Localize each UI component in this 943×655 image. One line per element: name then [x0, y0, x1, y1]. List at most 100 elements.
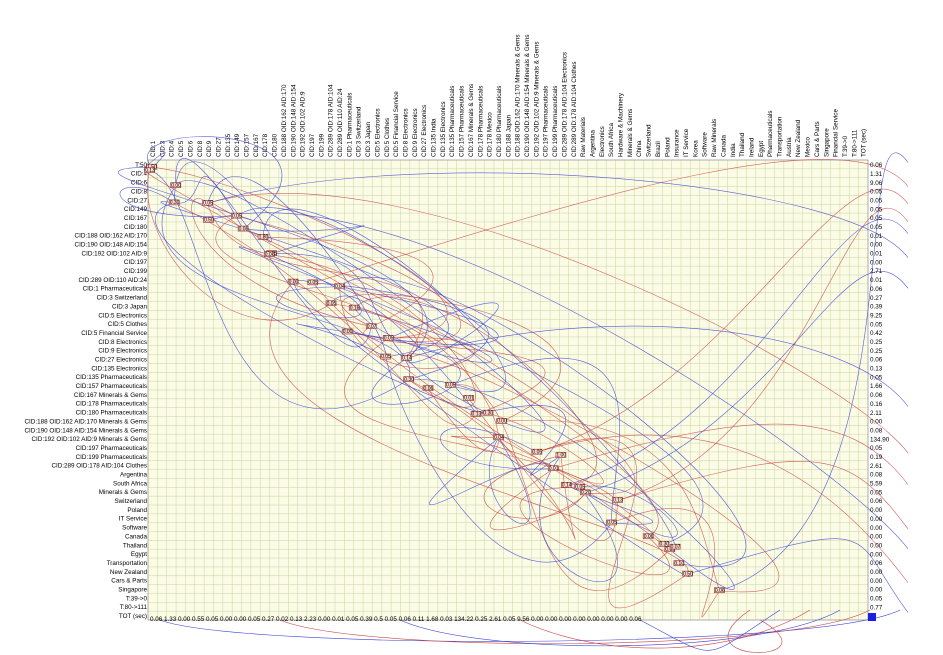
- column-label[interactable]: CID:197 Pharmaceuticals: [543, 86, 550, 157]
- row-label[interactable]: CID:192 OID:102 AID:9: [82, 250, 148, 257]
- column-label[interactable]: Austria: [786, 137, 793, 157]
- row-label[interactable]: CID:289 OID:178 AID:104 Clothes: [51, 463, 147, 470]
- row-label[interactable]: CID:135 Electronics: [91, 365, 147, 372]
- column-label[interactable]: T:39->0: [842, 135, 849, 157]
- column-label[interactable]: CID:188 Japan: [505, 114, 512, 157]
- column-label[interactable]: CID:178: [262, 133, 269, 157]
- row-label[interactable]: CID:167: [124, 215, 148, 222]
- dependency-node[interactable]: [231, 212, 242, 219]
- dependency-node[interactable]: [170, 182, 182, 188]
- dependency-node[interactable]: [445, 382, 456, 388]
- row-label[interactable]: CID:3 Switzerland: [97, 295, 148, 302]
- column-label[interactable]: CID:9 Electronics: [412, 108, 419, 157]
- column-label[interactable]: CID:199: [318, 133, 325, 157]
- row-label[interactable]: CID:4: [131, 171, 148, 178]
- dependency-node[interactable]: [606, 519, 617, 526]
- row-label[interactable]: CID:178 Pharmaceuticals: [76, 401, 147, 408]
- row-label[interactable]: T:80->111: [120, 604, 148, 611]
- column-label[interactable]: Financial Service: [833, 109, 840, 157]
- column-label[interactable]: CID:289 OID:178 AID:104: [328, 84, 335, 157]
- row-label[interactable]: CID:190 OID:148 AID:154 Minerals & Gems: [25, 427, 148, 434]
- dependency-node[interactable]: [403, 376, 414, 382]
- column-label[interactable]: CID:1 Pharmaceuticals: [346, 93, 353, 157]
- column-label[interactable]: Pharmaceuticals: [767, 110, 774, 157]
- row-label[interactable]: CID:289 OID:110 AID:24: [79, 277, 148, 284]
- column-label[interactable]: CID:27 Electronics: [421, 105, 428, 157]
- dependency-node[interactable]: [203, 217, 214, 223]
- column-label[interactable]: Switzerland: [646, 124, 653, 157]
- selection-marker[interactable]: [868, 613, 876, 621]
- column-label[interactable]: T:80->111: [851, 129, 858, 157]
- column-label[interactable]: CID:178 Pharmaceuticals: [477, 86, 484, 157]
- row-label[interactable]: CID:8: [131, 188, 148, 195]
- row-label[interactable]: New Zealand: [110, 569, 148, 576]
- dependency-node[interactable]: [237, 225, 249, 232]
- row-label[interactable]: CID:192 OID:102 AID:9 Minerals & Gems: [32, 436, 148, 443]
- column-label[interactable]: CID:289 OID:178 AID:104 Clothes: [571, 61, 578, 157]
- column-label[interactable]: Canada: [720, 134, 727, 157]
- column-label[interactable]: Thailand: [739, 132, 746, 157]
- row-label[interactable]: Egypt: [131, 551, 147, 558]
- dependency-node[interactable]: [658, 541, 670, 547]
- column-label[interactable]: CID:157 Pharmaceuticals: [459, 86, 466, 157]
- dependency-node[interactable]: [380, 353, 391, 360]
- row-label[interactable]: CID:5 Financial Service: [81, 330, 147, 337]
- dependency-node[interactable]: [714, 587, 725, 594]
- column-label[interactable]: Electronics: [599, 126, 606, 157]
- column-label[interactable]: Korea: [692, 140, 699, 157]
- column-label[interactable]: South Africa: [608, 123, 615, 157]
- dependency-node[interactable]: [493, 434, 504, 441]
- column-label[interactable]: CID:135 Pharmaceuticals: [449, 86, 456, 157]
- column-label[interactable]: Argentina: [589, 130, 596, 157]
- row-label[interactable]: CID:8 Electronics: [98, 339, 147, 346]
- row-label[interactable]: T:50: [135, 162, 147, 169]
- column-label[interactable]: Raw Minerals: [711, 119, 718, 157]
- row-label[interactable]: CID:199 Pharmaceuticals: [76, 454, 147, 461]
- column-label[interactable]: CID:178 Mexico: [487, 112, 494, 157]
- dependency-node[interactable]: [580, 489, 591, 496]
- column-label[interactable]: Poland: [664, 137, 671, 157]
- column-label[interactable]: Ireland: [748, 137, 755, 157]
- dependency-node[interactable]: [257, 233, 269, 240]
- row-label[interactable]: T:39->0: [126, 595, 148, 602]
- column-label[interactable]: CID:149: [234, 133, 241, 157]
- row-label[interactable]: CID:1 Pharmaceuticals: [83, 286, 147, 293]
- column-label[interactable]: CID:1: [150, 140, 157, 157]
- dependency-node[interactable]: [642, 533, 654, 540]
- dependency-node[interactable]: [325, 300, 337, 307]
- column-label[interactable]: CID:190 OID:148 AID:154 Minerals & Gems: [524, 35, 531, 158]
- dependency-node[interactable]: [168, 199, 180, 206]
- column-label[interactable]: CID:5 Clothes: [384, 118, 391, 157]
- dependency-node[interactable]: [482, 409, 494, 416]
- column-label[interactable]: Software: [702, 132, 709, 157]
- dependency-node[interactable]: [612, 497, 623, 503]
- row-label[interactable]: CID:180 Pharmaceuticals: [76, 410, 147, 417]
- dependency-node[interactable]: [555, 452, 567, 458]
- column-label[interactable]: Insurance: [674, 129, 681, 157]
- dependency-node[interactable]: [334, 283, 345, 290]
- row-label[interactable]: CID:180: [124, 224, 148, 231]
- column-label[interactable]: CID:3 Switzerland: [356, 106, 363, 157]
- row-label[interactable]: CID:188 OID:162 AID:170: [75, 233, 148, 240]
- column-label[interactable]: CID:8 Electronics: [402, 108, 409, 157]
- dependency-node[interactable]: [682, 570, 693, 577]
- dependency-node[interactable]: [383, 335, 394, 341]
- column-label[interactable]: CID:5 Financial Service: [393, 91, 400, 157]
- row-label[interactable]: CID:199: [124, 268, 148, 275]
- column-label[interactable]: Brazil: [655, 141, 662, 157]
- row-label[interactable]: CID:5 Electronics: [98, 312, 147, 319]
- dependency-node[interactable]: [341, 328, 353, 335]
- row-label[interactable]: CID:149: [124, 206, 148, 213]
- dependency-node[interactable]: [287, 278, 299, 285]
- row-label[interactable]: Argentina: [120, 472, 147, 479]
- dependency-node[interactable]: [470, 411, 482, 417]
- row-label[interactable]: CID:157 Pharmaceuticals: [76, 383, 147, 390]
- dependency-node[interactable]: [669, 543, 681, 550]
- column-label[interactable]: Transportation: [777, 116, 784, 157]
- row-label[interactable]: CID:167 Minerals & Gems: [74, 392, 147, 399]
- column-label[interactable]: CID:135: [225, 133, 232, 157]
- column-label[interactable]: CID:9: [206, 140, 213, 157]
- row-label[interactable]: Singapore: [118, 587, 147, 594]
- row-label[interactable]: CID:190 OID:148 AID:154: [75, 242, 148, 249]
- column-label[interactable]: Egypt: [758, 141, 765, 157]
